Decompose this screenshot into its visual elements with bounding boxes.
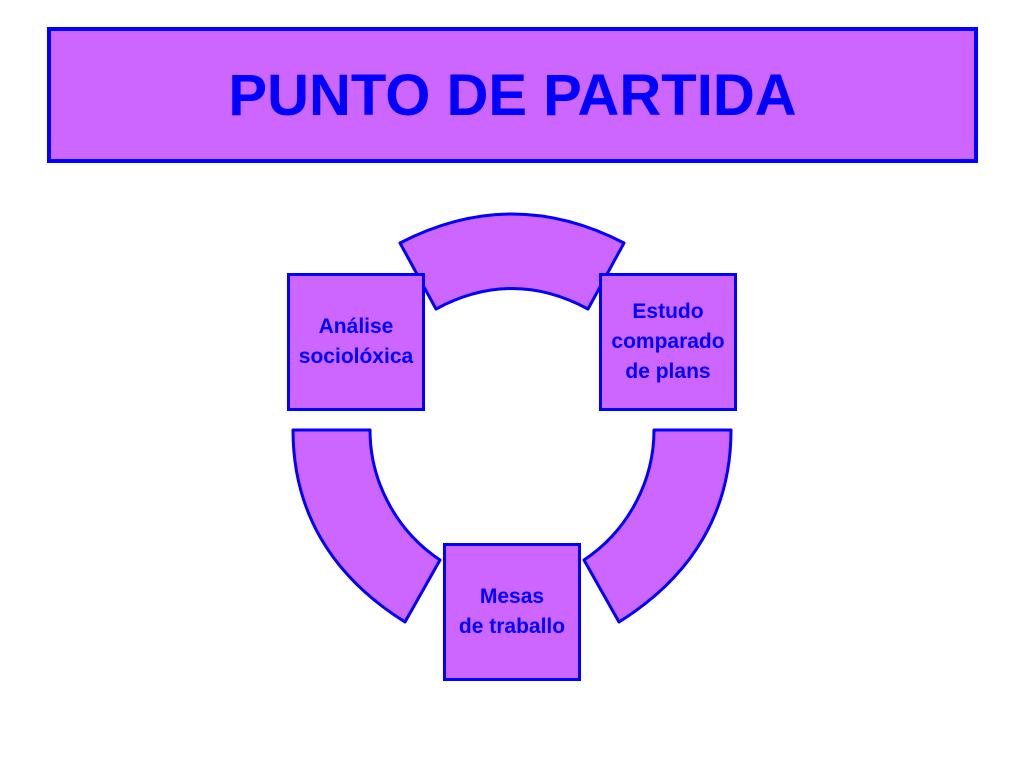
node-estudo-comparado: Estudo comparado de plans <box>599 273 737 411</box>
node-label: Análise sociolóxica <box>298 315 414 368</box>
arc-segment-left <box>291 428 442 624</box>
node-label: Mesas de traballo <box>458 585 566 638</box>
slide-title: PUNTO DE PARTIDA <box>228 62 797 128</box>
node-mesas-de-traballo: Mesas de traballo <box>443 543 581 681</box>
arc-segment-top <box>398 212 626 311</box>
node-analise-sociologica: Análise sociolóxica <box>287 273 425 411</box>
title-banner: PUNTO DE PARTIDA <box>47 27 978 163</box>
arc-segment-right <box>582 428 733 624</box>
node-label: Estudo comparado de plans <box>611 300 725 383</box>
